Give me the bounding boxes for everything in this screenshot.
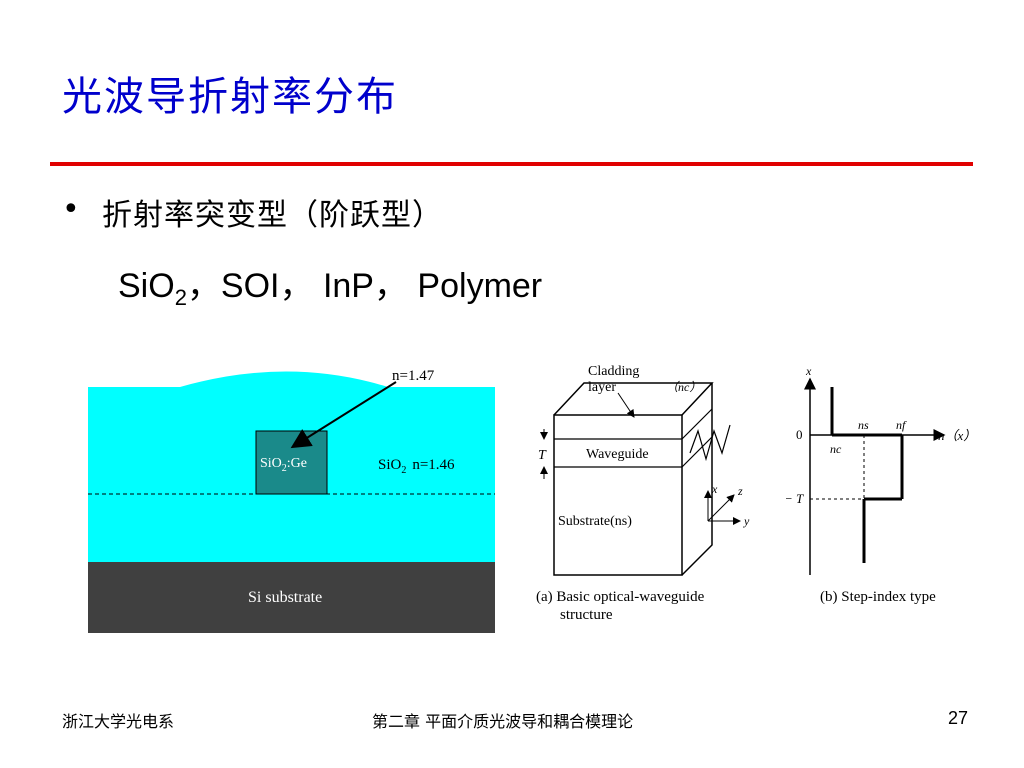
zero-label: 0 (796, 427, 803, 442)
cladding-label-line2: layer (588, 380, 616, 395)
waveguide-side-bottom (681, 436, 713, 468)
caption-a-line1: (a) Basic optical-waveguide (536, 589, 705, 605)
materials-sio: SiO (118, 267, 175, 305)
bullet-text: 折射率突变型（阶跃型） (102, 198, 443, 233)
nf-tick-label: nf (896, 418, 907, 432)
waveguide-structure-diagram: Cladding layer （nc） Waveguide Substrate(… (536, 364, 750, 623)
substrate-label-a: Substrate(ns) (558, 514, 632, 529)
nc-tick-label: nc (830, 442, 842, 456)
cladding-pointer (617, 392, 635, 418)
caption-b: (b) Step-index type (820, 589, 936, 605)
ns-tick-label: ns (858, 418, 869, 432)
substrate-label: Si substrate (248, 589, 322, 606)
waveguide-side-top (681, 408, 713, 440)
footer-department: 浙江大学光电系 (62, 712, 175, 731)
neg-t-label: − T (786, 491, 804, 506)
cladding-index-label: n=1.47 (392, 368, 435, 384)
block-top (553, 382, 714, 416)
materials-subscript: 2 (174, 284, 187, 310)
step-index-profile: x 0 − T nc ns nf n（x） (b) Step-index typ… (786, 365, 976, 605)
axis-y-label: y (743, 514, 750, 528)
n-axis-label: n（x） (938, 428, 976, 443)
si-substrate (88, 562, 495, 633)
index-pointer-arrow (290, 381, 397, 449)
page-number: 27 (948, 708, 969, 728)
ray-zigzag (689, 424, 731, 462)
axis-x-label: x (711, 482, 718, 496)
bullet-marker: • (62, 192, 80, 227)
cladding-label-line1: Cladding (588, 364, 639, 379)
footer-chapter: 第二章 平面介质光波导和耦合模理论 (372, 712, 634, 731)
core-label: SiO2:Ge (260, 456, 307, 474)
axis-z-line (707, 494, 735, 522)
caption-a-line2: structure (560, 607, 613, 623)
title-divider (50, 162, 973, 166)
profile-x-label: x (805, 365, 812, 378)
block-side (681, 383, 713, 576)
axis-z-label: z (737, 484, 743, 498)
nc-label: （nc） (666, 380, 701, 394)
waveguide-label: Waveguide (586, 447, 649, 462)
materials-rest: ，SOI， InP， Polymer (186, 267, 543, 305)
slide-title: 光波导折射率分布 (62, 74, 398, 120)
materials-line: SiO2，SOI， InP， Polymer (118, 258, 542, 311)
t-label: T (538, 448, 547, 463)
